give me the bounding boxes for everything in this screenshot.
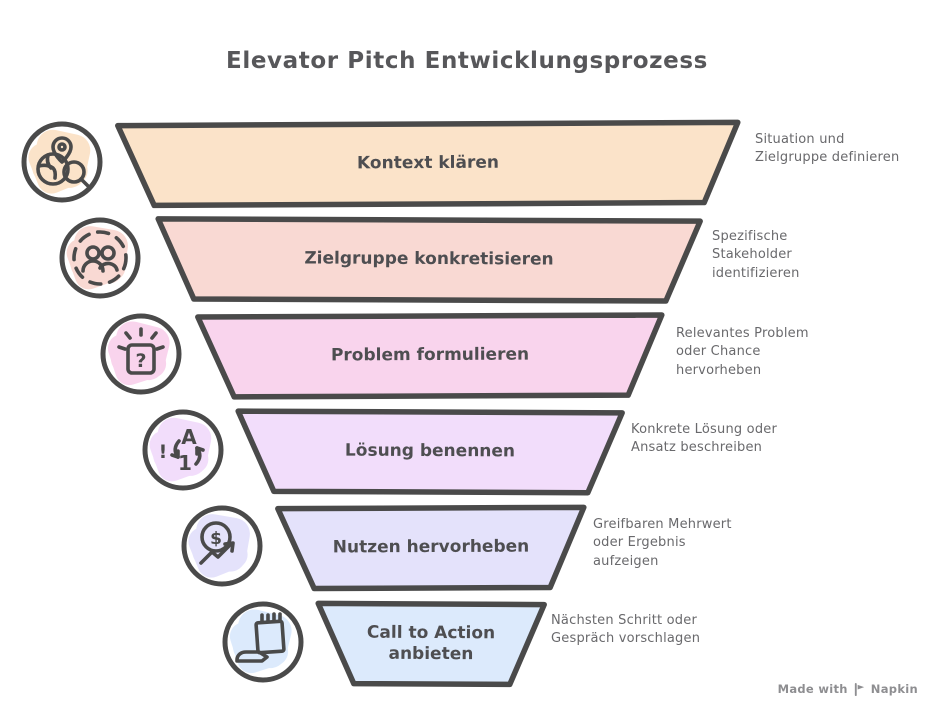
value-growth-icon: $ [176,500,268,592]
funnel-stage-loesung: Lösung benennen [230,405,630,499]
notepad-offer-icon [217,596,309,688]
stage-annotation: Spezifische Stakeholder identifizieren [712,229,800,281]
made-with-napkin-watermark: Made with Napkin [778,682,918,696]
svg-text:A: A [181,425,197,449]
stakeholder-group-icon [54,212,146,304]
funnel-stage-problem: Problem formulieren [190,309,670,403]
stage-annotation: Nächsten Schritt oder Gespräch vorschlag… [551,613,701,647]
svg-text:$: $ [210,529,222,549]
stage-annotation: Relevantes Problem oder Chance hervorheb… [676,326,809,378]
watermark-brand: Napkin [870,682,918,696]
svg-text:!: ! [159,441,168,463]
stage-annotation: Greifbaren Mehrwert oder Ergebnis aufzei… [593,517,732,569]
svg-text:?: ? [135,350,146,372]
question-idea-icon: ? [95,308,187,400]
stage-annotation: Konkrete Lösung oder Ansatz beschreiben [631,422,778,456]
globe-location-search-icon [16,116,108,208]
concept-convert-icon: A 1 ! [137,404,229,496]
watermark-prefix: Made with [777,682,848,696]
stage-annotation: Situation und Zielgruppe definieren [755,132,900,166]
funnel-stage-call-to-action: Call to Action anbieten [310,597,552,690]
funnel-stage-kontext: Kontext klären [110,116,746,211]
svg-text:1: 1 [178,451,192,475]
page-title: Elevator Pitch Entwicklungsprozess [226,48,708,74]
funnel-stage-zielgruppe: Zielgruppe konkretisieren [150,213,708,307]
funnel-stage-nutzen: Nutzen hervorheben [270,501,592,594]
napkin-flag-icon [854,682,864,696]
